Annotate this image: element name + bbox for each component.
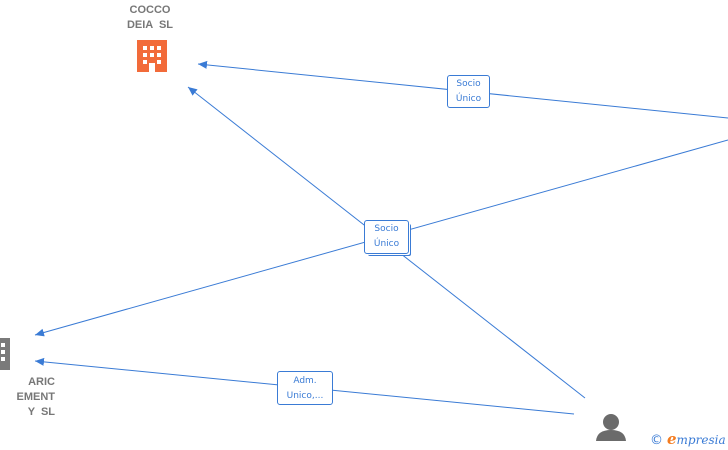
building-icon[interactable]	[0, 338, 10, 370]
brand-name: mpresia	[676, 433, 726, 447]
edge-label-adm-unico: Adm. Unico,...	[277, 371, 333, 405]
company-name-cocco[interactable]: COCCO DEIA SL	[126, 4, 174, 31]
edge-label-socio-unico: Socio Único	[364, 220, 409, 254]
copyright-symbol: ©	[650, 433, 663, 448]
edge-label-socio-unico: Socio Único	[447, 75, 490, 108]
company-name-aric[interactable]: ARIC EMENT Y SL	[16, 376, 56, 418]
person-icon[interactable]	[596, 414, 626, 441]
building-icon[interactable]	[137, 40, 167, 72]
brand-initial: e	[667, 430, 677, 448]
empresia-logo: © empresia	[650, 430, 726, 448]
